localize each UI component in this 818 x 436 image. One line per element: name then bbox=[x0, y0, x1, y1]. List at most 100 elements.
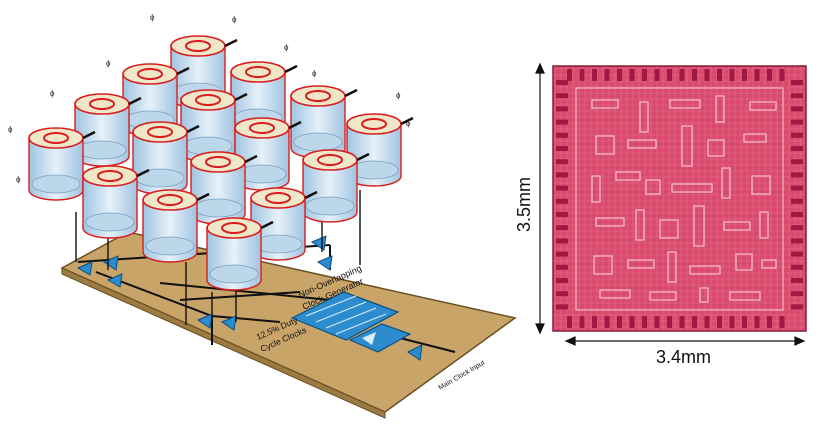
bond-pad bbox=[791, 264, 803, 270]
inverter-triangle bbox=[76, 261, 93, 276]
chip-structure bbox=[735, 253, 753, 271]
bond-pad bbox=[556, 304, 568, 310]
bond-pad bbox=[556, 80, 568, 85]
bond-pad bbox=[556, 291, 568, 297]
cell-cylinder bbox=[190, 151, 258, 225]
cell-cylinder bbox=[28, 127, 96, 201]
cell-pin-label: ϕ bbox=[232, 15, 237, 24]
cell-cylinder bbox=[290, 85, 358, 159]
chip-structure bbox=[743, 133, 767, 143]
bond-pad bbox=[679, 69, 685, 81]
cell-pin-label: ϕ bbox=[106, 59, 111, 68]
cell-cylinder bbox=[74, 93, 142, 167]
bond-pad bbox=[791, 106, 803, 112]
chip-structure bbox=[659, 219, 679, 239]
bond-pad bbox=[791, 278, 803, 283]
bond-pad bbox=[556, 264, 568, 270]
bond-pad bbox=[592, 316, 597, 328]
bond-pad bbox=[791, 238, 803, 244]
cell-cylinder bbox=[206, 217, 274, 291]
bond-pad bbox=[717, 69, 722, 81]
bond-pad bbox=[556, 106, 568, 112]
cell-pin-label: ϕ bbox=[312, 69, 317, 78]
bond-pad bbox=[754, 316, 760, 328]
bond-pad bbox=[556, 119, 568, 125]
bond-pad bbox=[556, 172, 568, 178]
chip-bond-pads bbox=[556, 69, 803, 328]
cell-array bbox=[28, 35, 414, 291]
bond-pad bbox=[556, 238, 568, 244]
bond-pad bbox=[567, 316, 572, 328]
cell-pin-label: ϕ bbox=[150, 13, 155, 22]
chip-structure bbox=[689, 265, 721, 275]
bond-pad bbox=[779, 316, 785, 328]
bond-pad bbox=[556, 93, 568, 99]
bond-pad bbox=[791, 132, 803, 138]
bond-pad bbox=[767, 69, 772, 81]
chip-structure bbox=[723, 221, 751, 231]
chip-structure bbox=[749, 101, 777, 111]
bond-pad bbox=[556, 146, 568, 151]
bond-pad bbox=[556, 251, 568, 257]
bond-pad bbox=[791, 146, 803, 151]
bond-pad bbox=[729, 316, 735, 328]
chip-structure bbox=[595, 217, 625, 227]
cell-pin-label: ϕ bbox=[406, 119, 411, 128]
cell-pin-label: ϕ bbox=[8, 125, 13, 134]
cell-cylinder bbox=[142, 189, 210, 263]
chip-die bbox=[552, 65, 807, 332]
bond-pad bbox=[791, 80, 803, 85]
chip-structure bbox=[693, 205, 705, 247]
chip-structure bbox=[715, 95, 725, 123]
chip-structure bbox=[707, 139, 725, 157]
cell-cylinder bbox=[82, 165, 150, 239]
bond-pad bbox=[791, 251, 803, 257]
chip-width-label: 3.4mm bbox=[656, 347, 711, 367]
bond-pad bbox=[791, 198, 803, 204]
bond-pad bbox=[556, 185, 568, 191]
cell-cylinder bbox=[302, 149, 370, 223]
chip-structure bbox=[699, 287, 709, 303]
bond-pad bbox=[567, 69, 572, 81]
height-dimension bbox=[535, 62, 545, 335]
bond-pad bbox=[579, 316, 585, 328]
bond-pad bbox=[791, 304, 803, 310]
chip-structure bbox=[759, 211, 769, 239]
bond-pad bbox=[556, 159, 568, 165]
inverter-triangle bbox=[196, 313, 213, 329]
bond-pad bbox=[556, 278, 568, 283]
inverter-triangle bbox=[310, 235, 327, 251]
bond-pad bbox=[617, 316, 622, 328]
inverter-triangle bbox=[106, 273, 123, 288]
chip-structure bbox=[593, 255, 613, 275]
cell-cylinder bbox=[122, 63, 190, 137]
bond-pad bbox=[654, 69, 660, 81]
cell-cylinder bbox=[132, 121, 200, 195]
chip-structure bbox=[671, 183, 713, 193]
cell-pin-labels: ϕ ϕ ϕ ϕ ϕ ϕ ϕ ϕ ϕ ϕ bbox=[8, 13, 411, 184]
bond-pad bbox=[791, 291, 803, 297]
chip-structure bbox=[635, 209, 645, 241]
bond-pad bbox=[791, 172, 803, 178]
chip-structure bbox=[729, 291, 761, 301]
cell-cylinder bbox=[250, 187, 318, 261]
chip-structure bbox=[681, 125, 693, 167]
inverter-triangle bbox=[220, 315, 237, 331]
inverter-triangle bbox=[102, 255, 119, 271]
bond-pad bbox=[791, 159, 803, 165]
bond-pad bbox=[604, 69, 610, 81]
chip-structure bbox=[667, 251, 677, 283]
bond-pad bbox=[592, 69, 597, 81]
bond-pad bbox=[654, 316, 660, 328]
bond-pad bbox=[556, 198, 568, 204]
chip-height-label: 3.5mm bbox=[514, 177, 534, 232]
chip-structure bbox=[721, 167, 731, 199]
bond-pad bbox=[791, 225, 803, 231]
cell-pin-label: ϕ bbox=[396, 91, 401, 100]
bond-pad bbox=[791, 119, 803, 125]
bond-pad bbox=[642, 316, 647, 328]
bond-pad bbox=[704, 316, 710, 328]
bond-pad bbox=[791, 93, 803, 99]
circuit-board-edge bbox=[61, 267, 386, 419]
chip-structure bbox=[639, 101, 649, 133]
